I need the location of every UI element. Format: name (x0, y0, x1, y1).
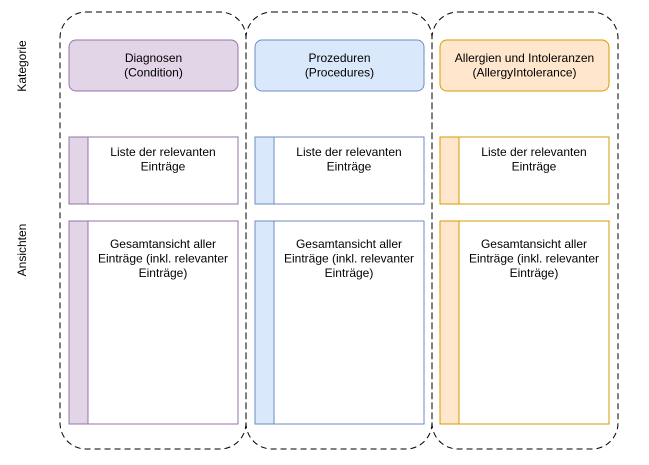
row-label-views: Ansichten (15, 224, 29, 277)
list-view-box-allergien (439, 136, 610, 205)
category-title-allergien-line-1: (AllergyIntolerance) (472, 66, 576, 80)
row-label-category: Kategorie (15, 40, 29, 92)
category-box-allergien (439, 39, 610, 92)
category-title-prozeduren-line-0: Prozeduren (308, 51, 370, 65)
overview-text-prozeduren-line-1: Einträge (inkl. relevanter (284, 252, 414, 266)
list-view-box-diagnosen (68, 136, 239, 205)
overview-strip-diagnosen (68, 220, 89, 425)
list-view-strip-diagnosen (68, 136, 89, 205)
category-title-diagnosen-line-0: Diagnosen (125, 51, 182, 65)
category-title-diagnosen-line-1: (Condition) (124, 66, 183, 80)
overview-text-prozeduren-line-2: Einträge) (325, 266, 374, 280)
column-allergien: Allergien und Intoleranzen(AllergyIntole… (431, 11, 619, 450)
column-diagnosen: Diagnosen(Condition) Liste der relevanten… (59, 11, 247, 450)
list-view-strip-allergien (439, 136, 460, 205)
list-view-strip-prozeduren (254, 136, 275, 205)
list-view-box-prozeduren (254, 136, 425, 205)
category-title-allergien-line-0: Allergien und Intoleranzen (455, 51, 594, 65)
overview-strip-allergien (439, 220, 460, 425)
list-view-text-allergien-line-1: Einträge (512, 160, 557, 174)
overview-text-diagnosen-line-2: Einträge) (139, 266, 188, 280)
overview-text-diagnosen-line-1: Einträge (inkl. relevanter (98, 252, 228, 266)
list-view-text-diagnosen-line-0: Liste der relevanten (110, 145, 215, 159)
category-box-diagnosen (68, 39, 239, 92)
category-title-prozeduren-line-1: (Procedures) (305, 66, 374, 80)
list-view-text-prozeduren-line-0: Liste der relevanten (296, 145, 401, 159)
overview-box-diagnosen (68, 220, 239, 425)
overview-text-prozeduren-line-0: Gesamtansicht aller (296, 237, 402, 251)
overview-text-allergien-line-0: Gesamtansicht aller (481, 237, 587, 251)
overview-strip-prozeduren (254, 220, 275, 425)
list-view-text-prozeduren-line-1: Einträge (327, 160, 372, 174)
overview-text-allergien-line-1: Einträge (inkl. relevanter (469, 252, 599, 266)
overview-box-allergien (439, 220, 610, 425)
category-box-prozeduren (254, 39, 425, 92)
list-view-text-diagnosen-line-1: Einträge (141, 160, 186, 174)
column-prozeduren: Prozeduren(Procedures) Liste der relevant… (245, 11, 433, 450)
overview-box-prozeduren (254, 220, 425, 425)
overview-text-allergien-line-2: Einträge) (510, 266, 559, 280)
overview-text-diagnosen-line-0: Gesamtansicht aller (110, 237, 216, 251)
columns-layer: Diagnosen(Condition) Liste der relevanten… (59, 11, 619, 450)
list-view-text-allergien-line-0: Liste der relevanten (481, 145, 586, 159)
